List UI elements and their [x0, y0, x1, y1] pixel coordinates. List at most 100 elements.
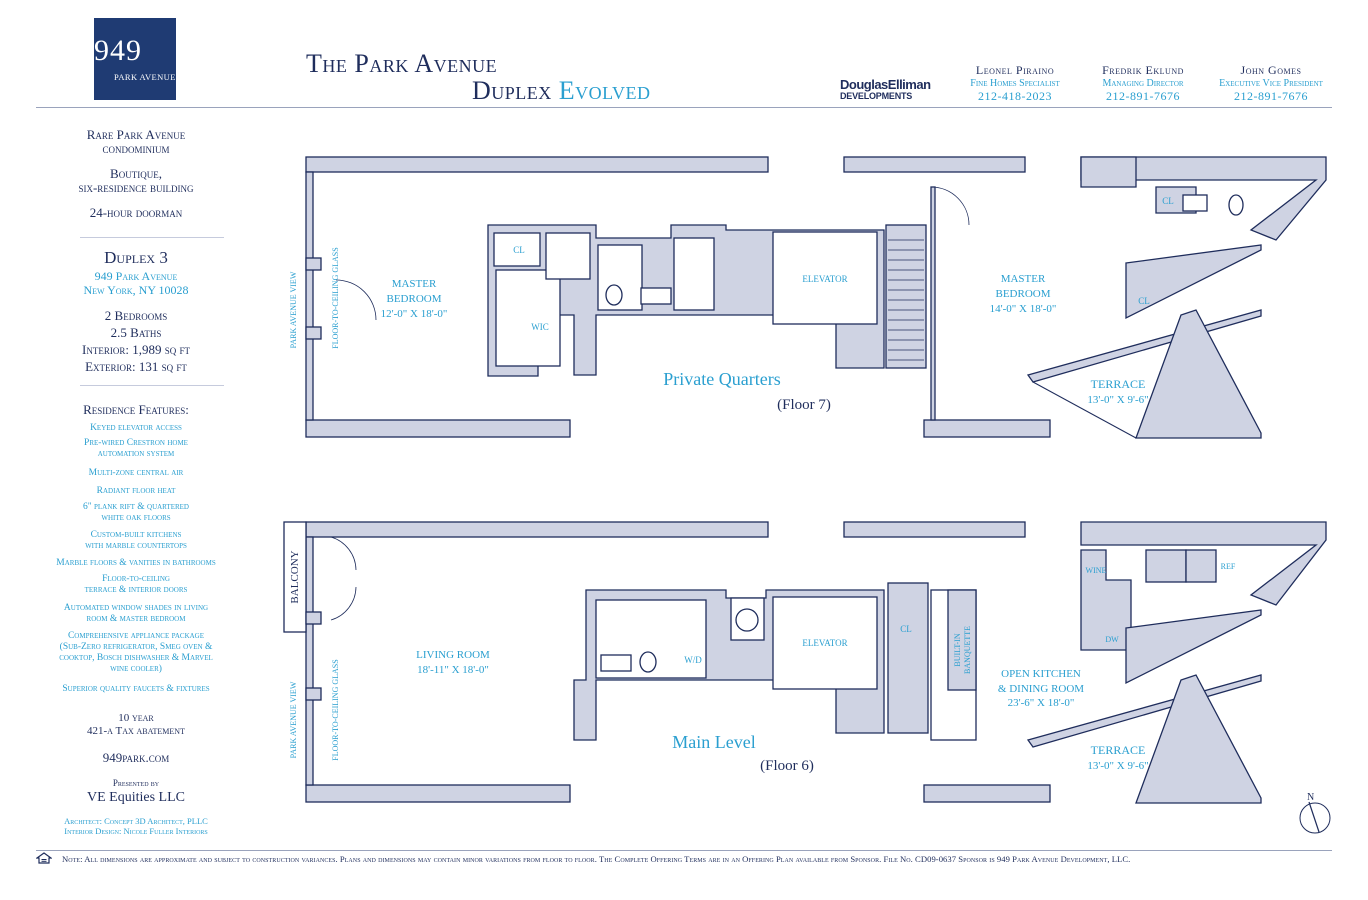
logo-number: 949	[94, 34, 142, 67]
f7-master-bed-left-dim: 12'-0" X 18'-0"	[381, 308, 448, 320]
f6-washer-dryer: W/D	[684, 655, 702, 665]
feature-line: Pre-wired Crestron home	[84, 438, 188, 448]
architect-credit: Architect: Concept 3D Architect, PLLC	[64, 816, 208, 826]
floor6-plan	[283, 521, 1327, 804]
f6-refrigerator: REF	[1221, 562, 1236, 571]
contact-name: John Gomes	[1240, 63, 1302, 77]
north-compass: N	[1299, 792, 1331, 834]
contact-role: Fine Homes Specialist	[970, 78, 1060, 89]
f6-terrace: TERRACE	[1091, 743, 1146, 757]
feature-line: Keyed elevator access	[90, 423, 182, 433]
f6-floor: (Floor 6)	[760, 758, 814, 774]
contact-phone[interactable]: 212-418-2023	[978, 89, 1052, 103]
footer-divider	[36, 850, 1332, 851]
feature-line: Custom-built kitchens	[90, 530, 182, 540]
compass-n-label: N	[1307, 792, 1314, 803]
tax-line-1: 10 year	[118, 712, 154, 724]
feature-line: Superior quality faucets & fixtures	[62, 684, 210, 694]
feature-line: terrace & interior doors	[84, 585, 188, 595]
f6-kitchen-dim: 23'-6" X 18'-0"	[1008, 697, 1075, 709]
f6-balcony: BALCONY	[289, 550, 301, 603]
contact-1: Leonel Piraino Fine Homes Specialist 212…	[950, 64, 1080, 103]
feature-line: Radiant floor heat	[96, 486, 176, 496]
f6-dishwasher: DW	[1105, 635, 1119, 644]
f7-glass-label: FLOOR-TO-CEILING GLASS	[331, 247, 340, 348]
f7-terrace-dim: 13'-0" X 9'-6"	[1087, 394, 1148, 406]
f7-master-bed-left-l2: BEDROOM	[386, 293, 441, 305]
building-logo: 949 PARK AVENUE	[94, 18, 176, 100]
contact-phone[interactable]: 212-891-7676	[1234, 89, 1308, 103]
disclaimer-note: Note: All dimensions are approximate and…	[62, 854, 1131, 864]
unit-address-1: 949 Park Avenue	[94, 269, 178, 283]
title-duplex: Duplex	[472, 76, 552, 105]
feature-line: white oak floors	[101, 513, 171, 523]
f7-master-bed-right-l1: MASTER	[1001, 273, 1046, 285]
f6-banquette-l2: BANQUETTE	[963, 626, 972, 674]
f7-master-bed-right-dim: 14'-0" X 18'-0"	[990, 303, 1057, 315]
sidebar-divider	[80, 237, 224, 238]
contact-3: John Gomes Executive Vice President 212-…	[1206, 64, 1336, 103]
brokerage-logo: DouglasElliman DEVELOPMENTS	[840, 78, 940, 101]
f6-wine: WINE	[1086, 566, 1107, 575]
unit-address-2: New York, NY 10028	[83, 283, 189, 297]
f7-elevator: ELEVATOR	[802, 274, 847, 284]
contact-phone[interactable]: 212-891-7676	[1106, 89, 1180, 103]
feature-line: 6" plank rift & quartered	[83, 502, 189, 512]
f6-living-room-dim: 18'-11" X 18'-0"	[417, 664, 489, 676]
page-title-line1: The Park Avenue	[306, 49, 498, 78]
brokerage-name: DouglasElliman	[840, 77, 931, 92]
spec-line: Exterior: 131 sq ft	[85, 359, 187, 374]
header-divider	[36, 107, 1332, 108]
page-title-line2: Duplex Evolved	[472, 76, 651, 106]
f7-view-label: PARK AVENUE VIEW	[289, 271, 298, 348]
intro-line: condominium	[102, 141, 170, 156]
spec-line: 2.5 Baths	[110, 325, 162, 340]
intro-line: Rare Park Avenue	[86, 127, 186, 142]
interior-credit: Interior Design: Nicole Fuller Interiors	[64, 826, 208, 836]
f6-kitchen-l1: OPEN KITCHEN	[1001, 668, 1081, 680]
logo-street: PARK AVENUE	[114, 72, 176, 82]
intro-line: six-residence building	[78, 180, 194, 195]
floor-plans: MASTER BEDROOM 12'-0" X 18'-0" CL WIC EL…	[283, 156, 1331, 834]
f7-master-bed-right-l2: BEDROOM	[995, 288, 1050, 300]
f6-glass-label: FLOOR-TO-CEILING GLASS	[331, 659, 340, 760]
feature-line: room & master bedroom	[86, 614, 186, 624]
f6-kitchen-l2: & DINING ROOM	[998, 683, 1084, 695]
title-evolved: Evolved	[558, 76, 651, 105]
spec-line: Interior: 1,989 sq ft	[82, 342, 190, 357]
floor7-plan	[305, 156, 1327, 439]
feature-line: cooktop, Bosch dishwasher & Marvel	[59, 653, 213, 663]
feature-line: Multi-zone central air	[88, 468, 184, 478]
f6-terrace-dim: 13'-0" X 9'-6"	[1087, 760, 1148, 772]
website-link[interactable]: 949park.com	[102, 750, 170, 765]
feature-line: Floor-to-ceiling	[102, 574, 170, 584]
spec-line: 2 Bedrooms	[104, 308, 168, 323]
contact-2: Fredrik Eklund Managing Director 212-891…	[1080, 64, 1206, 103]
contact-role: Managing Director	[1102, 78, 1184, 89]
brokerage-division: DEVELOPMENTS	[840, 91, 913, 101]
f6-title: Main Level	[672, 732, 755, 752]
features-title: Residence Features:	[83, 402, 189, 417]
contact-name: Fredrik Eklund	[1102, 63, 1184, 77]
f7-terrace: TERRACE	[1091, 377, 1146, 391]
feature-line: (Sub-Zero refrigerator, Smeg oven &	[59, 642, 213, 652]
tax-line-2: 421-a Tax abatement	[87, 725, 185, 737]
unit-name: Duplex 3	[104, 248, 168, 267]
f7-floor: (Floor 7)	[777, 397, 831, 413]
feature-line: Automated window shades in living	[63, 603, 209, 613]
feature-line: Comprehensive appliance package	[67, 631, 205, 641]
feature-line: Marble floors & vanities in bathrooms	[56, 558, 216, 568]
contact-name: Leonel Piraino	[975, 63, 1055, 77]
f7-closet-3: CL	[1138, 296, 1150, 306]
f7-walk-in-closet: WIC	[531, 322, 549, 332]
contact-role: Executive Vice President	[1219, 78, 1323, 89]
f6-view-label: PARK AVENUE VIEW	[289, 681, 298, 758]
intro-line: 24-hour doorman	[89, 205, 183, 220]
equal-housing-icon	[36, 852, 52, 864]
f6-living-room: LIVING ROOM	[416, 649, 490, 661]
f6-closet: CL	[900, 624, 912, 634]
f6-banquette-l1: BUILT-IN	[953, 633, 962, 666]
f7-title: Private Quarters	[663, 369, 780, 389]
feature-line: automation system	[97, 449, 175, 459]
sidebar-divider	[80, 385, 224, 386]
